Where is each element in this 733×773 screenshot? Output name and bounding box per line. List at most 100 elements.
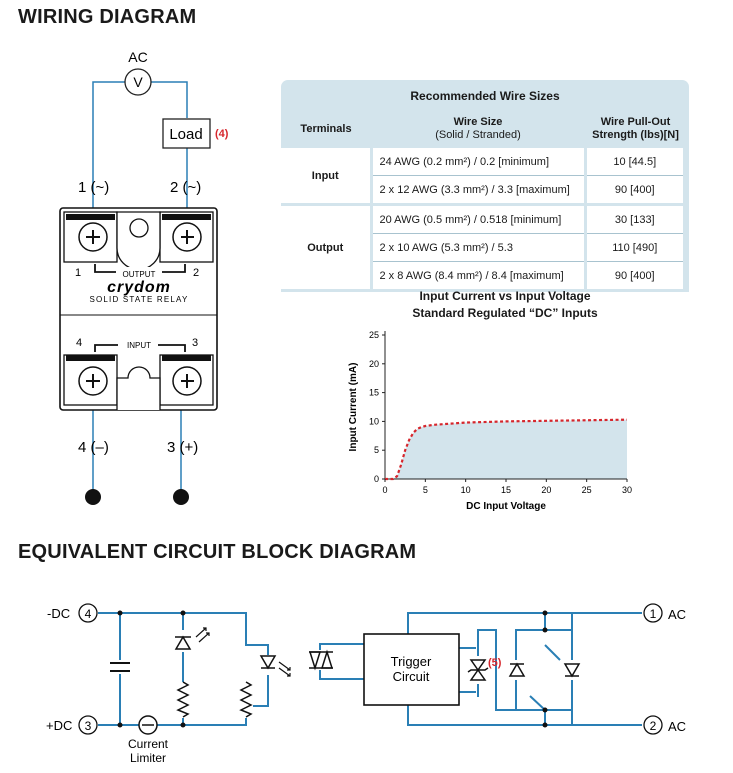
solid-state-relay: 1 2 OUTPUT crydom SOLID STATE RELAY 4 3 … bbox=[59, 207, 218, 411]
load-label: Load bbox=[169, 126, 202, 143]
wire-size-cell: 24 AWG (0.2 mm²) / 0.2 [minimum] bbox=[369, 148, 585, 176]
zener-diode-icon bbox=[173, 627, 210, 652]
col-wire-size-line2: (Solid / Stranded) bbox=[435, 129, 521, 141]
chart-x-tick-label: 15 bbox=[501, 485, 511, 495]
strength-cell: 90 [400] bbox=[583, 261, 689, 292]
chart-subtitle: Standard Regulated “DC” Inputs bbox=[412, 306, 598, 320]
ac-label: AC bbox=[128, 49, 147, 65]
chart-xlabel: DC Input Voltage bbox=[466, 501, 546, 512]
limiter-label-1: Current bbox=[128, 737, 169, 751]
table-row: 2 x 10 AWG (5.3 mm²) / 5.3 110 [490] bbox=[281, 233, 689, 262]
terminal-2-label: 2 (~) bbox=[170, 179, 201, 196]
chart-x-tick-label: 30 bbox=[622, 485, 632, 495]
wiring-diagram: AC V Load (4) 1 (~) 2 (~) 1 2 OUTPUT cry… bbox=[59, 49, 229, 505]
col-strength-line1: Wire Pull-Out bbox=[600, 116, 671, 128]
terminal-dot-icon bbox=[173, 489, 189, 505]
col-wire-size-line1: Wire Size bbox=[453, 116, 503, 128]
col-terminals: Terminals bbox=[281, 110, 371, 148]
trigger-label-1: Trigger bbox=[391, 654, 432, 669]
strength-cell: 30 [133] bbox=[583, 204, 689, 234]
wiring-diagram-heading: WIRING DIAGRAM bbox=[18, 6, 197, 28]
terminal-1-label: 1 (~) bbox=[78, 179, 109, 196]
chart-x-tick-label: 20 bbox=[541, 485, 551, 495]
ac1-num: 1 bbox=[650, 607, 657, 621]
load-box bbox=[162, 118, 211, 149]
neg-dc-label: -DC bbox=[47, 606, 70, 621]
chart-ylabel: Input Current (mA) bbox=[348, 363, 359, 452]
junction-dots bbox=[117, 610, 548, 728]
opto-led-icon bbox=[259, 655, 291, 677]
chart-title-block: Input Current vs Input Voltage Standard … bbox=[340, 288, 670, 322]
resistor-icon bbox=[176, 681, 190, 718]
chart-y-tick-label: 10 bbox=[369, 416, 379, 426]
relay-type-label: SOLID STATE RELAY bbox=[89, 295, 188, 304]
note-5: (5) bbox=[488, 657, 502, 669]
terminal-input: Input bbox=[281, 148, 371, 206]
relay-brand-logo: crydom bbox=[107, 279, 171, 296]
relay-num-4: 4 bbox=[76, 337, 82, 349]
ac1-label: AC bbox=[668, 607, 686, 622]
equivalent-circuit-heading: EQUIVALENT CIRCUIT BLOCK DIAGRAM bbox=[18, 541, 417, 563]
trigger-circuit-box bbox=[363, 633, 460, 706]
relay-output-label: OUTPUT bbox=[123, 270, 156, 279]
chart-y-tick-label: 20 bbox=[369, 359, 379, 369]
relay-num-3: 3 bbox=[192, 337, 198, 349]
pos-dc-num: 3 bbox=[85, 719, 92, 733]
wire-size-grid: Terminals Wire Size (Solid / Stranded) W… bbox=[281, 110, 689, 292]
opto-triac-icon bbox=[308, 649, 334, 671]
terminal-output: Output bbox=[281, 204, 371, 292]
wire-size-cell: 2 x 8 AWG (8.4 mm²) / 8.4 [maximum] bbox=[369, 261, 585, 292]
wire-table-title: Recommended Wire Sizes bbox=[410, 89, 560, 103]
tvs-diode-icon bbox=[467, 656, 489, 684]
relay-input-label: INPUT bbox=[127, 341, 151, 350]
equivalent-circuit-diagram: -DC 4 +DC 3 1 AC 2 AC Current Limiter bbox=[46, 603, 686, 765]
col-strength-line2: Strength (lbs)[N] bbox=[592, 129, 679, 141]
terminal-4-icon bbox=[78, 603, 98, 623]
voltmeter-symbol: V bbox=[133, 74, 143, 90]
pos-dc-label: +DC bbox=[46, 718, 72, 733]
wire-size-cell: 2 x 12 AWG (3.3 mm²) / 3.3 [maximum] bbox=[369, 175, 585, 206]
terminal-4-label: 4 (–) bbox=[78, 439, 109, 456]
trigger-label-2: Circuit bbox=[393, 669, 430, 684]
chart-x-tick-label: 0 bbox=[382, 485, 387, 495]
chart-series-line bbox=[385, 418, 628, 481]
scr-icon bbox=[508, 660, 526, 680]
chart-y-tick-label: 15 bbox=[369, 388, 379, 398]
chart-x-tick-label: 25 bbox=[582, 485, 592, 495]
scr-icon bbox=[563, 660, 581, 680]
load-note: (4) bbox=[215, 128, 229, 140]
current-limiter-icon bbox=[138, 715, 158, 735]
table-row: Input 24 AWG (0.2 mm²) / 0.2 [minimum] 1… bbox=[281, 148, 689, 206]
strength-cell: 10 [44.5] bbox=[583, 148, 689, 176]
chart-y-tick-label: 5 bbox=[374, 445, 379, 455]
relay-num-2: 2 bbox=[193, 267, 199, 279]
table-row: Output 20 AWG (0.5 mm²) / 0.518 [minimum… bbox=[281, 204, 689, 292]
terminal-2-icon bbox=[643, 715, 663, 735]
terminal-3-icon bbox=[78, 715, 98, 735]
ac2-num: 2 bbox=[650, 719, 657, 733]
chart-x-tick-label: 5 bbox=[423, 485, 428, 495]
table-row: 2 x 12 AWG (3.3 mm²) / 3.3 [maximum] 90 … bbox=[281, 175, 689, 206]
voltmeter-icon bbox=[124, 68, 152, 96]
limiter-label-2: Limiter bbox=[130, 751, 166, 765]
chart-y-tick-label: 0 bbox=[374, 474, 379, 484]
capacitor-icon bbox=[110, 660, 130, 674]
chart-y-tick-label: 25 bbox=[369, 330, 379, 340]
table-row: 2 x 8 AWG (8.4 mm²) / 8.4 [maximum] 90 [… bbox=[281, 261, 689, 292]
terminal-1-icon bbox=[643, 603, 663, 623]
col-pull-out-strength: Wire Pull-Out Strength (lbs)[N] bbox=[585, 110, 686, 148]
chart-title: Input Current vs Input Voltage bbox=[419, 289, 591, 303]
neg-dc-num: 4 bbox=[85, 607, 92, 621]
col-wire-size: Wire Size (Solid / Stranded) bbox=[371, 110, 585, 148]
wire-size-cell: 2 x 10 AWG (5.3 mm²) / 5.3 bbox=[369, 233, 585, 262]
terminal-3-label: 3 (+) bbox=[167, 439, 198, 456]
relay-num-1: 1 bbox=[75, 267, 81, 279]
terminal-dot-icon bbox=[85, 489, 101, 505]
strength-cell: 110 [490] bbox=[583, 233, 689, 262]
chart-area-fill bbox=[385, 419, 627, 479]
strength-cell: 90 [400] bbox=[583, 175, 689, 206]
ac2-label: AC bbox=[668, 719, 686, 734]
resistor-icon bbox=[239, 681, 253, 718]
chart-x-tick-label: 10 bbox=[461, 485, 471, 495]
